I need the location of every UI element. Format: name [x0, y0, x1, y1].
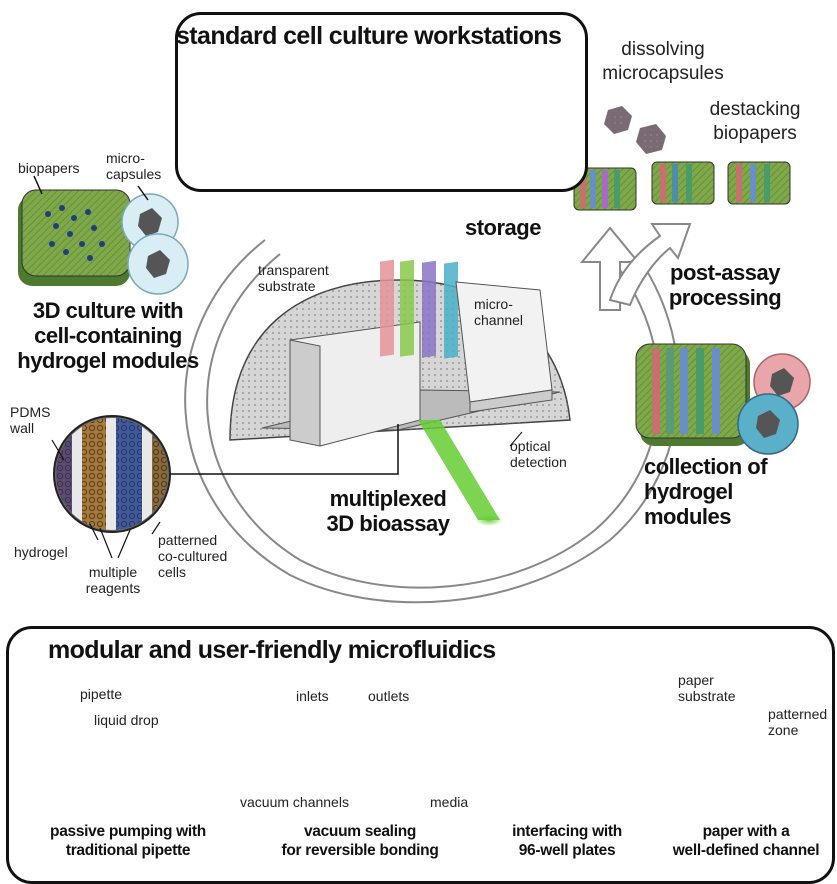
laser-beam [418, 420, 500, 520]
pdms-wall-label: PDMS wall [10, 404, 51, 436]
culture-3d-label: 3D culture with cell-containing hydrogel… [17, 298, 199, 373]
panel-2-caption: vacuum sealing for reversible bonding [281, 823, 439, 859]
panel-1-caption: passive pumping with traditional pipette [50, 823, 206, 859]
hydrogel-collection-icon [635, 343, 811, 455]
upward-arrows [579, 223, 692, 311]
panel-3-caption: interfacing with 96-well plates [512, 823, 622, 859]
multiple-reagents-label: multiple reagents [85, 564, 141, 596]
microcapsule-icon [121, 193, 189, 295]
workstations-box [175, 12, 588, 192]
transparent-substrate-label: transparent substrate [258, 262, 329, 294]
inlets-label: inlets [296, 688, 329, 704]
panel-4-caption: paper with a well-defined channel [672, 823, 820, 859]
microfluidics-title: modular and user-friendly microfluidics [48, 636, 496, 664]
magnified-view-icon [53, 415, 171, 533]
paper-substrate-label: paper substrate [678, 672, 736, 704]
micro-channel-label: micro- channel [474, 296, 524, 328]
destacked-biopapers [573, 161, 791, 211]
microcapsules-label: micro- capsules [106, 150, 162, 182]
destacking-biopapers-label: destacking biopapers [709, 99, 801, 144]
storage-label: storage [465, 215, 541, 240]
dissolving-capsule-icon [604, 106, 666, 154]
multiplexed-bioassay-label: multiplexed 3D bioassay [326, 486, 450, 536]
workstations-title: standard cell culture workstations [176, 22, 562, 50]
microfluidic-chip-icon [229, 259, 571, 447]
dissolving-microcapsules-label: dissolving microcapsules [602, 39, 724, 84]
collection-label: collection of hydrogel modules [644, 454, 768, 529]
patterned-zone-label: patterned zone [768, 706, 828, 738]
hydrogel-label: hydrogel [14, 544, 68, 560]
post-assay-label: post-assay processing [668, 260, 782, 310]
biopapers-label: biopapers [18, 160, 80, 176]
optical-detection-label: optical detection [510, 438, 567, 470]
vacuum-channels-label: vacuum channels [240, 794, 349, 810]
outlets-label: outlets [368, 688, 410, 704]
liquid-drop-label: liquid drop [94, 712, 159, 728]
pipette-label: pipette [80, 686, 123, 702]
media-label: media [430, 794, 469, 810]
biopaper-icon [18, 189, 131, 286]
patterned-cells-label: patterned co-cultured cells [158, 532, 228, 580]
